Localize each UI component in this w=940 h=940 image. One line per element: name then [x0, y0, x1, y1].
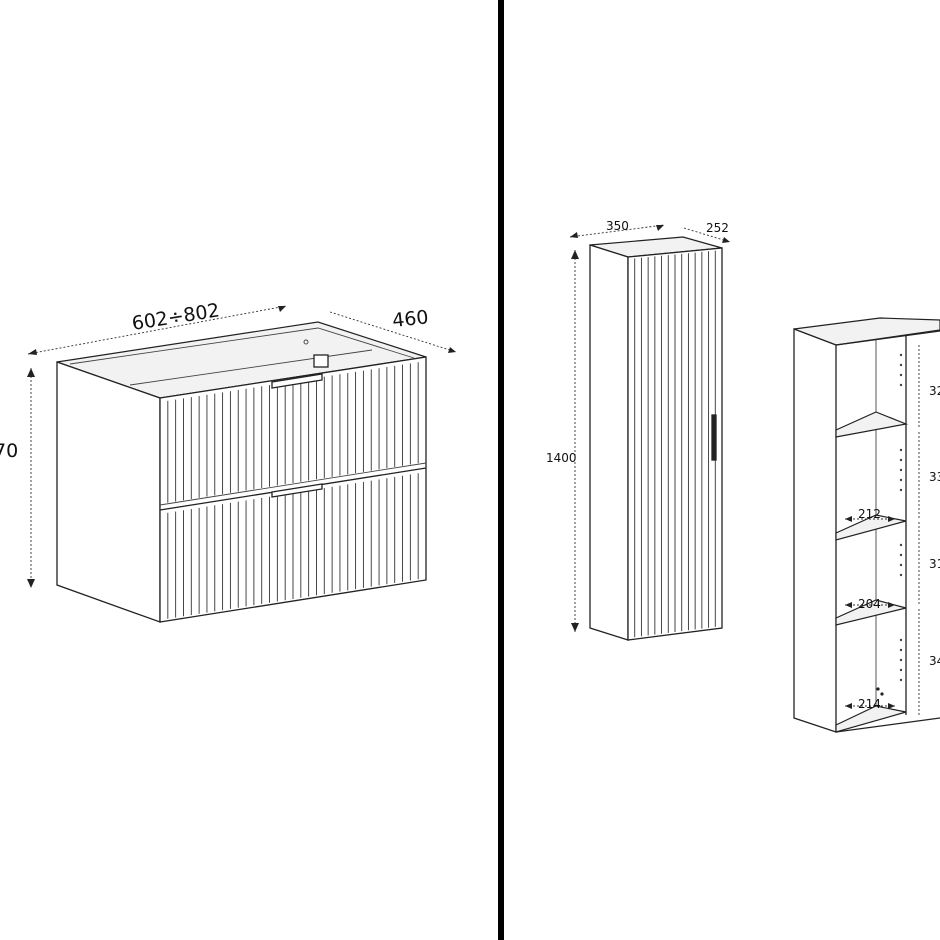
- pin-hole: [899, 543, 903, 547]
- shelf-height-2-label: 33: [929, 470, 940, 484]
- tap-hole: [303, 339, 309, 345]
- shelf-width-2-label: 204: [858, 597, 881, 611]
- pin-hole: [899, 668, 903, 672]
- pin-hole: [899, 458, 903, 462]
- bottom-drawer-handle: [271, 483, 323, 498]
- siphon-cutout: [313, 354, 329, 368]
- pin-hole: [899, 638, 903, 642]
- column-handle: [711, 414, 717, 461]
- pin-hole: [899, 373, 903, 377]
- pin-hole: [899, 383, 903, 387]
- pin-hole: [899, 363, 903, 367]
- vanity-depth-label: 460: [391, 306, 429, 332]
- shelf-1: [835, 411, 909, 438]
- shelf-bottom: [835, 705, 907, 733]
- pin-hole: [899, 448, 903, 452]
- vanity-inner-rim: [69, 327, 415, 365]
- vanity-height-label: 70: [0, 440, 18, 462]
- open-column-side: [793, 328, 837, 733]
- vanity-cabinet: 602÷802 460 70: [0, 299, 457, 623]
- column-side: [589, 244, 629, 641]
- vanity-side-panel: [56, 361, 161, 623]
- column-flutes: [634, 250, 716, 638]
- column-width-label: 350: [606, 219, 629, 233]
- pin-hole: [899, 468, 903, 472]
- pin-hole: [899, 353, 903, 357]
- shelf-width-3-label: 214: [858, 697, 881, 711]
- shelf-pin-holes: [899, 353, 903, 682]
- panel-divider: [498, 0, 504, 940]
- column-depth-label: 252: [706, 221, 729, 235]
- column-height-label: 1400: [546, 451, 577, 465]
- pin-hole: [899, 573, 903, 577]
- pin-hole: [899, 648, 903, 652]
- shelf-width-1-label: 212: [858, 507, 881, 521]
- vanity-width-label: 602÷802: [130, 299, 221, 335]
- shelf-height-3-label: 31: [929, 557, 940, 571]
- shelf-height-1-label: 32: [929, 384, 940, 398]
- vanity-flutes: [167, 362, 419, 619]
- pin-hole: [899, 563, 903, 567]
- tall-column: 350 252 1400: [546, 219, 731, 641]
- pin-hole: [899, 553, 903, 557]
- pin-hole: [899, 678, 903, 682]
- pin-hole: [899, 658, 903, 662]
- open-shelf-column: 212 204 214 32 33 31 34: [793, 317, 940, 733]
- pin-hole: [899, 488, 903, 492]
- shelf-height-4-label: 34: [929, 654, 940, 668]
- top-drawer-handle: [271, 373, 323, 389]
- pin-hole: [899, 478, 903, 482]
- column-depth-dimension: [683, 227, 731, 243]
